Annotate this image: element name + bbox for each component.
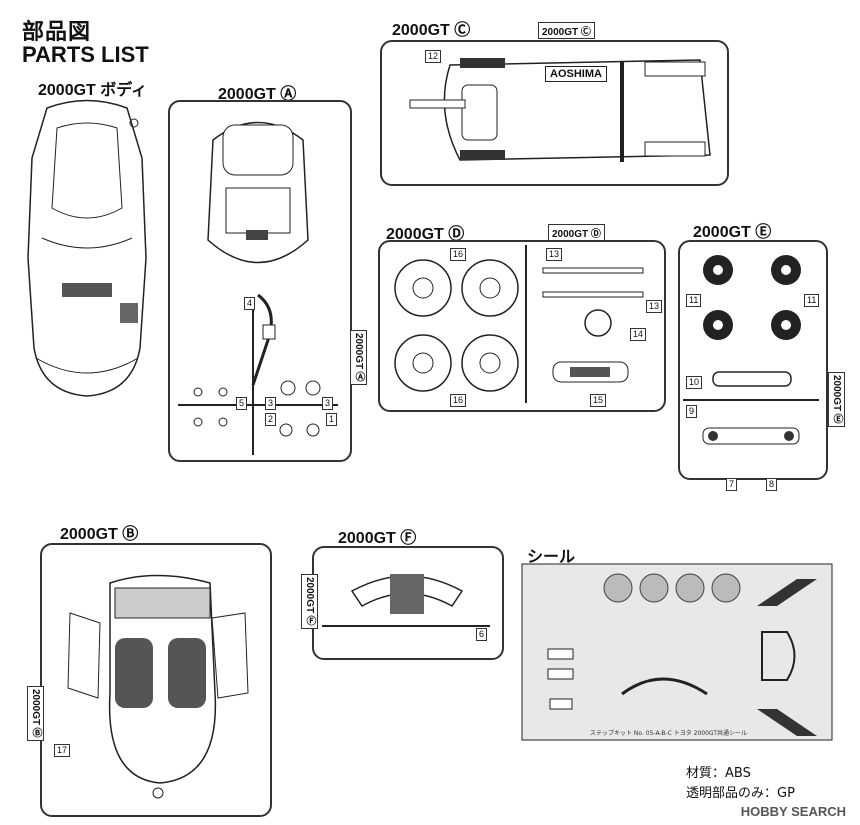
part-number: 5 [236,397,248,410]
part-number: 15 [590,394,607,407]
sprue-e-tag: 2000GT Ⓔ [828,372,845,427]
part-number: 10 [686,376,703,389]
sprue-d-drawing [394,245,644,403]
part-number: 8 [766,478,778,491]
part-number: 16 [450,394,467,407]
part-number: 1 [326,413,338,426]
clear-parts-text: 透明部品のみ：GP [686,786,795,801]
sprue-f-tag: 2000GT Ⓕ [301,574,318,629]
car-body-drawing [27,99,147,397]
sprue-c-label: 2000GT Ⓒ [392,22,471,39]
watermark: HOBBY SEARCH [740,804,846,819]
part-number: 13 [546,248,563,261]
sprue-a-drawing [178,121,338,455]
decal-caption: ステップキット No. 05-A-B-C トヨタ 2000GT共通シール [590,730,748,737]
sprue-f-drawing [322,574,490,627]
part-number: 12 [425,50,442,63]
sprue-e-drawing [683,255,819,445]
part-number: 16 [450,248,467,261]
sprue-c-drawing [409,58,711,162]
sprue-d-label: 2000GT Ⓓ [386,226,465,243]
sprue-b-label: 2000GT Ⓑ [60,526,139,543]
decal-label: シール [527,549,576,566]
page-title-en: PARTS LIST [22,42,149,67]
part-number: 9 [686,405,698,418]
sprue-a-tag: 2000GT Ⓐ [350,330,367,385]
aoshima-brand-tag: AOSHIMA [545,66,607,82]
part-number: 6 [476,628,488,641]
sprue-b-tag: 2000GT Ⓑ [27,686,44,741]
sprue-e-label: 2000GT Ⓔ [693,224,772,241]
part-number: 17 [54,744,71,757]
part-number: 13 [646,300,663,313]
part-number: 2 [265,413,277,426]
decal-sheet-drawing [521,563,833,741]
sprue-b-drawing [67,574,249,799]
part-number: 3 [322,397,334,410]
page-title-jp: 部品図 [22,20,92,45]
part-number: 3 [265,397,277,410]
sprue-f-label: 2000GT Ⓕ [338,530,417,547]
part-number: 11 [686,294,702,307]
material-text: 材質：ABS [686,766,751,781]
sprue-a-label: 2000GT Ⓐ [218,86,297,103]
body-label: 2000GT ボディ [38,82,148,99]
part-number: 7 [726,478,738,491]
part-number: 14 [630,328,647,341]
sprue-d-tag: 2000GT Ⓓ [548,224,605,241]
material-info: 材質：ABS 透明部品のみ：GP [686,764,846,804]
sprue-c-tag: 2000GT Ⓒ [538,22,595,39]
part-number: 4 [244,297,256,310]
part-number: 11 [804,294,820,307]
